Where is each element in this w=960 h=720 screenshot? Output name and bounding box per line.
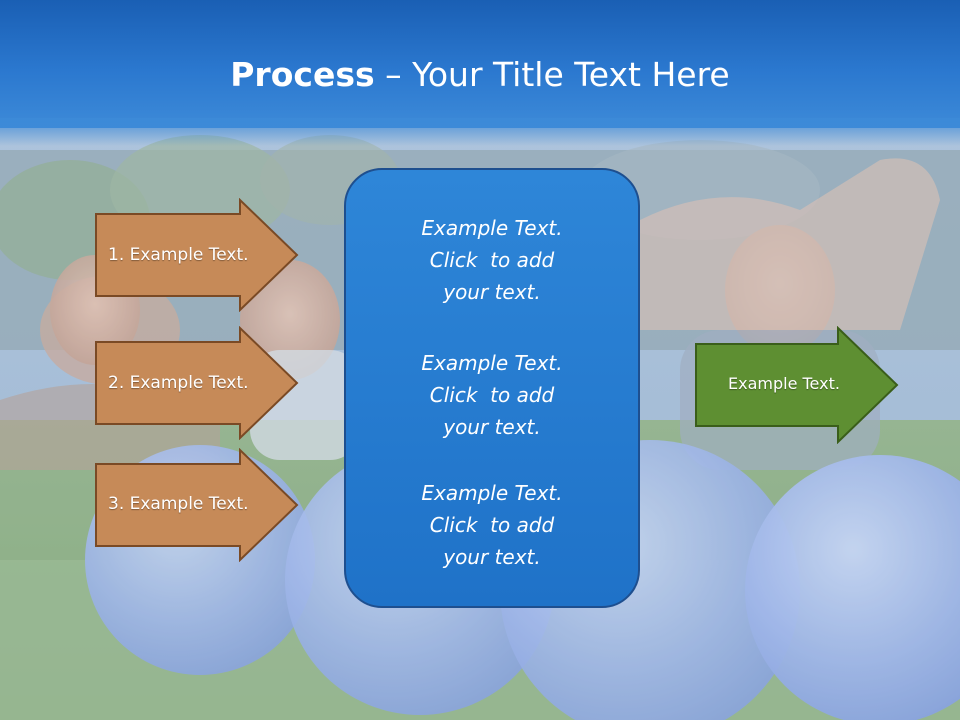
center-block-3-line-2: Click to add [429,513,555,537]
left-arrow-3-label: 3. Example Text. [108,494,249,514]
left-arrow-2-label: 2. Example Text. [108,373,249,393]
left-arrow-3[interactable] [94,448,300,562]
center-block-1-line-3: your text. [443,280,541,304]
center-block-2-line-2: Click to add [429,383,555,407]
slide-title-rest: – Your Title Text Here [374,55,730,94]
center-block-1[interactable]: Example Text. Click to add your text. [344,212,640,308]
right-arrow[interactable] [694,326,900,444]
right-arrow-label: Example Text. [728,374,840,393]
left-arrow-2[interactable] [94,326,300,440]
slide-title[interactable]: Process – Your Title Text Here [0,52,960,98]
center-block-3-line-3: your text. [443,545,541,569]
left-arrow-1-label: 1. Example Text. [108,245,249,265]
center-block-3[interactable]: Example Text. Click to add your text. [344,477,640,573]
center-block-3-line-1: Example Text. [421,481,563,505]
center-block-1-line-1: Example Text. [421,216,563,240]
title-banner-fade [0,118,960,146]
center-block-1-line-2: Click to add [429,248,555,272]
center-block-2-line-3: your text. [443,415,541,439]
center-block-2[interactable]: Example Text. Click to add your text. [344,347,640,443]
slide-title-bold: Process [230,55,375,94]
title-banner [0,0,960,128]
center-text-box[interactable] [344,168,640,608]
left-arrow-1[interactable] [94,198,300,312]
center-block-2-line-1: Example Text. [421,351,563,375]
